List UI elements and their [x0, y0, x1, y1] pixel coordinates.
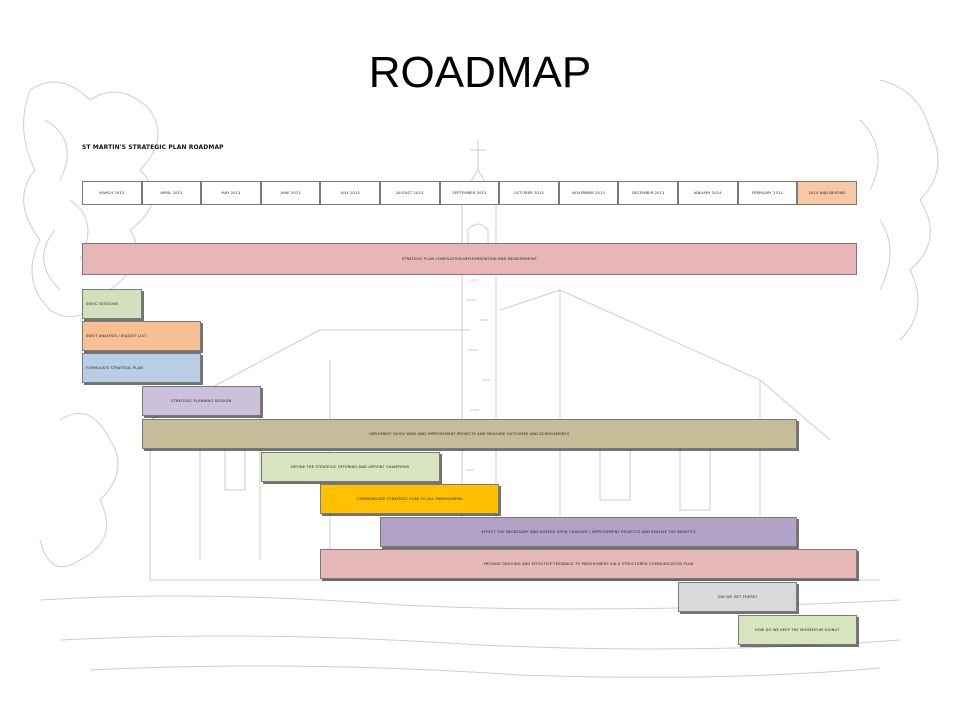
month-cell: DECEMBER 2013 — [618, 181, 678, 205]
month-cell: MARCH 2013 — [82, 181, 142, 205]
month-cell: FEBRUARY 2014 — [737, 181, 798, 205]
task-bar: SWOT ANALYSIS / BUDGET LIST — [82, 321, 202, 351]
task-bar: PROVIDE ONGOING AND EFFECTIVE FEEDBACK T… — [320, 549, 857, 579]
month-cell: AUGUST 2013 — [380, 181, 440, 205]
task-bar: STRATEGIC PLAN COMPILATION,IMPLEMENTATIO… — [82, 243, 857, 275]
task-bar: DID WE GET THERE? — [678, 582, 798, 612]
task-bar: EFFECT THE NECESSARY AND AGREED UPON CHA… — [380, 517, 798, 547]
month-cell: OCTOBER 2013 — [499, 181, 559, 205]
month-cell: JUNE 2013 — [260, 181, 321, 205]
month-cell: NOVEMBER 2013 — [558, 181, 619, 205]
roadmap-subtitle: ST MARTIN'S STRATEGIC PLAN ROADMAP — [82, 144, 224, 151]
month-cell: SEPTEMBER 2013 — [439, 181, 500, 205]
task-bar: SWOC SESSIONS — [82, 289, 142, 319]
page-title: ROADMAP — [368, 48, 592, 97]
task-bar: HOW DO WE KEEP THE MOMENTUM GOING? — [737, 615, 857, 645]
task-bar: STRATEGIC PLANNING SESSION — [141, 386, 261, 416]
task-bar: COMMUNICATE STRATEGIC PLAN TO ALL PARISH… — [320, 484, 500, 514]
task-bar: FORMULATE STRATEGIC PLAN — [82, 353, 202, 383]
month-cell: APRIL 2013 — [141, 181, 202, 205]
month-cell: MAY 2013 — [201, 181, 261, 205]
task-bar: DEFINE THE STRATEGIC OFFERING AND APPOIN… — [260, 452, 440, 482]
month-cell: JANUARY 2014 — [678, 181, 738, 205]
month-cell: JULY 2013 — [320, 181, 380, 205]
month-cell: 2014 AND BEYOND — [797, 181, 857, 205]
task-bar: IMPLEMENT QUICK WINS AND IMPROVEMENT PRO… — [141, 419, 798, 449]
